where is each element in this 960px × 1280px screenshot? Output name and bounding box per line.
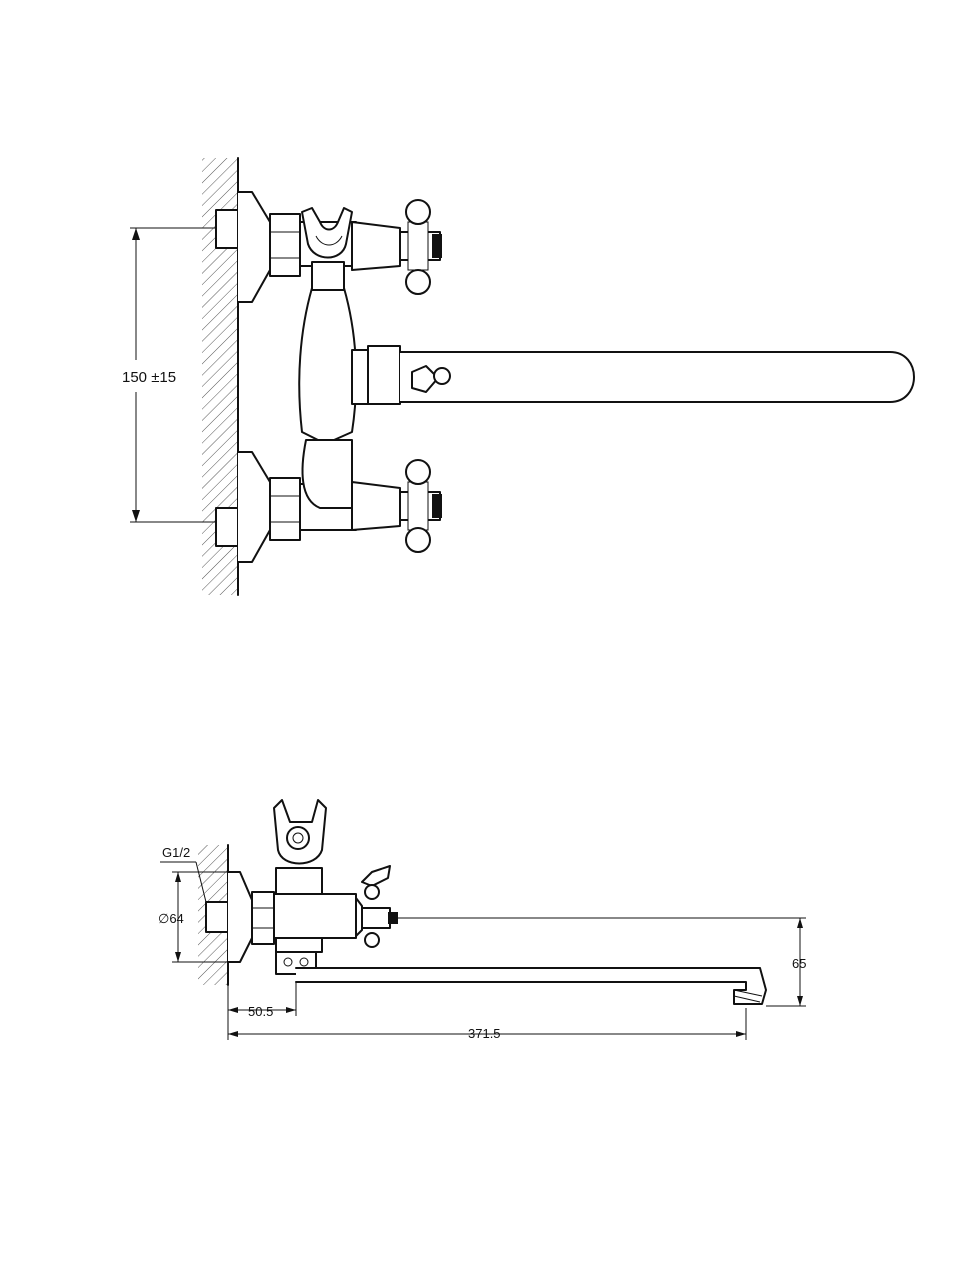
diverter-knob	[433, 367, 451, 385]
wall-offset-label: 50.5	[248, 1004, 273, 1019]
dimension-inlet-spacing: 150 ±15	[122, 227, 216, 523]
upper-valve	[351, 199, 442, 295]
spout-reach-label: 371.5	[468, 1026, 501, 1041]
shower-holder-side	[273, 799, 327, 865]
central-body	[298, 287, 358, 441]
spout-front	[351, 345, 915, 405]
flange-side	[227, 871, 253, 963]
inlet-spacing-label: 150 ±15	[122, 369, 176, 386]
thread-label: G1/2	[162, 845, 190, 860]
body-side	[273, 893, 357, 939]
dimension-spout-reach: 371.5	[228, 1008, 747, 1041]
handle-knob-bottom	[405, 269, 431, 295]
spout-height-label: 65	[792, 956, 806, 971]
flange-diameter-label: ∅64	[158, 911, 184, 926]
valve-side	[355, 865, 398, 948]
side-view: G1/2 ∅64 65 50.5	[158, 799, 806, 1041]
handle-knob-top	[405, 199, 431, 225]
handle-knob-bottom	[405, 527, 431, 553]
dimension-thread: G1/2	[160, 845, 207, 903]
shower-holder	[301, 207, 353, 259]
handle-knob-top	[405, 459, 431, 485]
lower-valve	[351, 459, 442, 553]
dimension-wall-offset: 50.5	[227, 982, 297, 1040]
dimension-flange-diameter: ∅64	[158, 871, 228, 963]
front-view: 150 ±15	[122, 157, 915, 596]
spout-side	[295, 967, 767, 1005]
dimension-spout-height: 65	[398, 917, 806, 1007]
